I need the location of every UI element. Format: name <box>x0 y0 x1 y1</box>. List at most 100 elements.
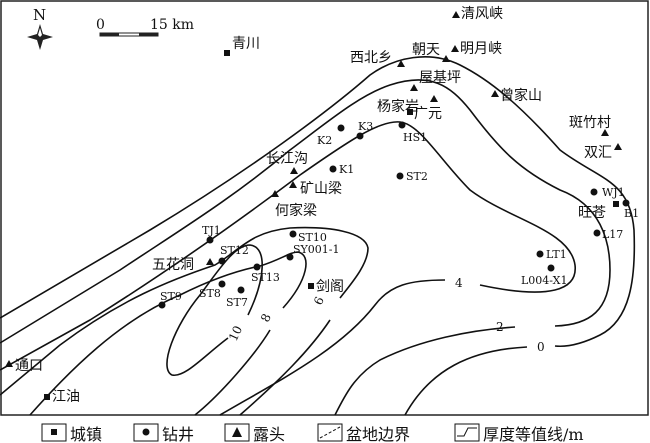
well-marker-icon <box>286 253 294 261</box>
town-label: 江油 <box>52 389 80 405</box>
outcrop-label: 矿山梁 <box>300 181 342 197</box>
well-label: ST8 <box>199 287 221 300</box>
outcrop-label: 长江沟 <box>266 151 308 167</box>
outcrop-label: 清风峡 <box>461 6 503 22</box>
town-marker-icon <box>224 50 230 56</box>
well-label: WJ1 <box>602 186 625 199</box>
outcrop-marker-icon <box>271 190 279 197</box>
outcrop-marker-icon <box>442 55 450 62</box>
legend-outcrop: 露头 <box>253 425 285 443</box>
contour-2 <box>0 79 611 416</box>
well-marker-icon <box>536 250 544 258</box>
outcrops: 清风峡 明月峡 朝天 西北乡 屋基坪 杨家岩 曾家山 斑竹村 双汇 长江沟 矿山… <box>5 6 622 374</box>
well-label: TJ1 <box>202 224 221 237</box>
wells: K2 K3 HS1 K1 ST2 WJ1 B1 L17 LT1 L004-X1 … <box>158 120 639 309</box>
contour-label-8: 8 <box>258 311 274 324</box>
outcrop-label: 明月峡 <box>460 41 502 57</box>
well-label: HS1 <box>403 131 427 144</box>
outcrop-marker-icon <box>614 143 622 150</box>
well-label: LT1 <box>546 248 567 261</box>
well-marker-icon <box>396 172 404 180</box>
towns: 青川 广元 剑阁 旺苍 江油 <box>44 36 619 405</box>
contour-label-0: 0 <box>537 340 545 354</box>
well-marker-icon <box>547 264 555 272</box>
outcrop-marker-icon <box>397 60 405 67</box>
outcrop-marker-icon <box>289 181 297 188</box>
outcrop-marker-icon <box>452 11 460 18</box>
town-marker-icon <box>44 394 50 400</box>
outcrop-label: 五花洞 <box>152 257 194 273</box>
outcrop-label: 曾家山 <box>500 87 542 104</box>
well-label: ST2 <box>406 170 428 183</box>
well-marker-icon <box>206 236 214 244</box>
outcrop-marker-icon <box>290 167 298 174</box>
well-label: ST9 <box>160 290 182 303</box>
well-label: ST7 <box>226 296 248 309</box>
well-marker-icon <box>337 124 345 132</box>
contour-label-2: 2 <box>496 320 504 334</box>
well-label: ST10 <box>298 231 327 244</box>
well-label: K2 <box>317 134 332 147</box>
town-marker-icon <box>308 283 314 289</box>
contour-lines <box>0 56 636 416</box>
legend-contour: 厚度等值线/m <box>483 425 584 443</box>
outcrop-label: 双汇 <box>584 145 612 161</box>
well-marker-icon <box>253 263 261 271</box>
outcrop-label: 何家梁 <box>275 202 317 219</box>
well-marker-icon <box>158 301 166 309</box>
legend-town: 城镇 <box>70 425 102 443</box>
well-marker-icon <box>218 280 226 288</box>
well-marker-icon <box>237 286 245 294</box>
scale-bar: 0 15 km <box>96 17 194 37</box>
contour-6 <box>0 226 369 416</box>
town-label: 剑阁 <box>316 279 344 295</box>
well-label: B1 <box>624 207 639 220</box>
outcrop-label: 通口 <box>15 358 43 374</box>
well-marker-icon <box>356 132 364 140</box>
well-marker-icon <box>622 199 630 207</box>
legend-well: 钻井 <box>162 425 194 443</box>
outcrop-label: 屋基坪 <box>419 69 461 86</box>
outcrop-marker-icon <box>410 84 418 91</box>
svg-text:0: 0 <box>96 17 105 33</box>
outcrop-marker-icon <box>491 90 499 97</box>
town-label: 广元 <box>414 106 442 122</box>
outcrop-label: 斑竹村 <box>569 115 611 131</box>
outcrop-marker-icon <box>206 258 214 265</box>
contour-0 <box>0 56 636 416</box>
well-label: ST12 <box>220 244 249 257</box>
outcrop-marker-icon <box>430 95 438 102</box>
town-label: 旺苍 <box>578 205 606 221</box>
legend-basin-boundary: 盆地边界 <box>346 425 410 443</box>
well-label: K3 <box>358 120 373 133</box>
svg-text:15 km: 15 km <box>150 17 194 33</box>
contour-label-4: 4 <box>455 276 463 290</box>
well-marker-icon <box>218 257 226 265</box>
map-frame <box>0 0 649 416</box>
outcrop-label: 朝天 <box>412 42 440 58</box>
outcrop-marker-icon <box>5 360 13 367</box>
outcrop-label: 杨家岩 <box>377 98 419 115</box>
well-label: SY001-1 <box>293 243 340 256</box>
north-arrow-icon: N <box>27 6 53 50</box>
well-marker-icon <box>289 230 297 238</box>
outcrop-marker-icon <box>601 129 609 136</box>
contour-8 <box>29 251 307 416</box>
svg-text:N: N <box>33 6 46 24</box>
contour-label-10: 10 <box>226 324 245 344</box>
well-label: K1 <box>339 163 354 176</box>
town-marker-icon <box>407 109 413 115</box>
contour-legend-icon <box>454 423 480 442</box>
well-marker-icon <box>329 165 337 173</box>
town-marker-icon <box>613 201 619 207</box>
contour-4 <box>0 121 576 416</box>
contour-10 <box>166 244 263 376</box>
well-label: L004-X1 <box>521 274 567 287</box>
town-label: 青川 <box>232 36 260 52</box>
well-marker-icon <box>590 188 598 196</box>
contour-label-6: 6 <box>311 294 327 307</box>
well-marker-icon <box>398 121 406 129</box>
well-label: L17 <box>602 228 623 241</box>
